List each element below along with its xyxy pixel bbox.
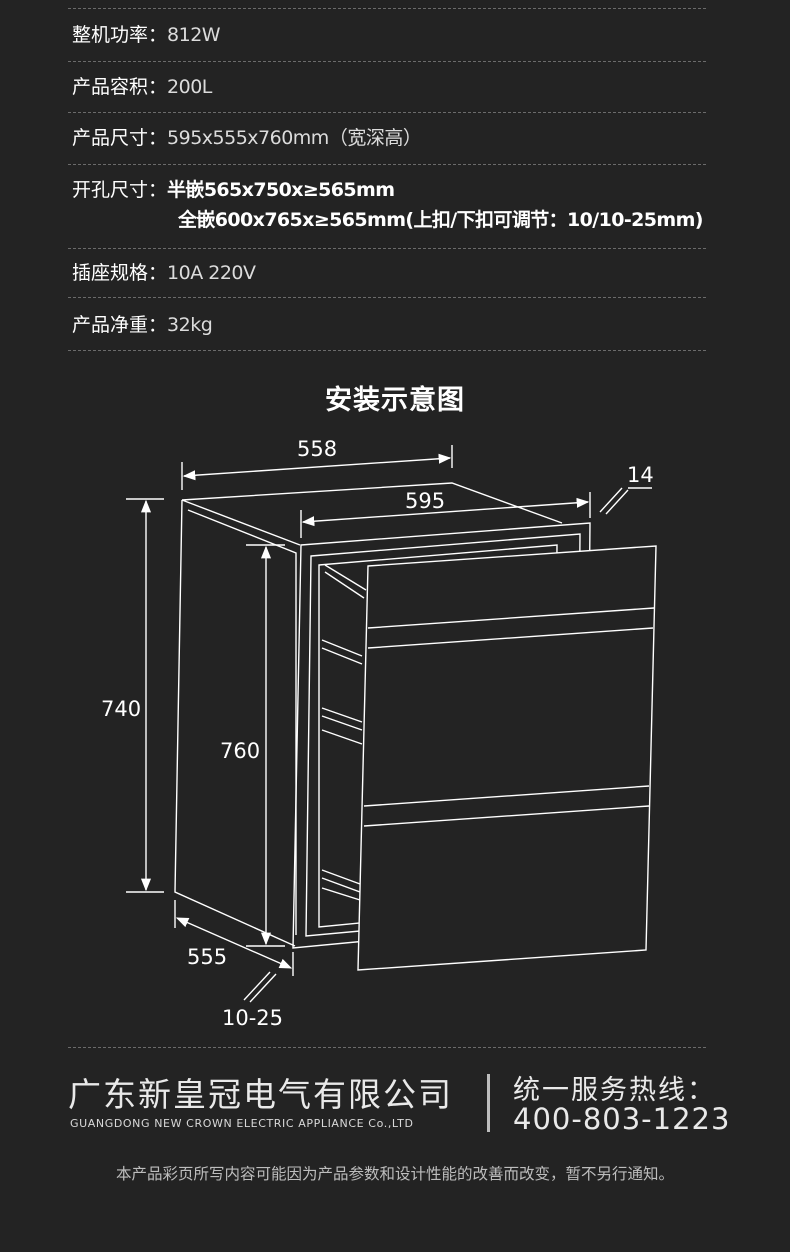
spec-value: 10A 220V: [167, 262, 256, 284]
spec-cutout: 开孔尺寸：半嵌565x750x≥565mm 全嵌600x765x≥565mm(上…: [72, 175, 703, 231]
separator: [68, 112, 706, 113]
disclaimer: 本产品彩页所写内容可能因为产品参数和设计性能的改善而改变，暂不另行通知。: [115, 1165, 674, 1183]
hotline-number: 400-803-1223: [513, 1102, 731, 1136]
separator: [68, 164, 706, 165]
dim-label-760: 760: [220, 739, 260, 763]
spec-value-line2: 全嵌600x765x≥565mm(上扣/下扣可调节：10/10-25mm): [178, 209, 703, 231]
spec-label: 产品净重：: [72, 314, 168, 336]
spec-label: 产品容积：: [72, 76, 168, 98]
spec-socket: 插座规格：10A 220V: [72, 258, 256, 288]
hotline-label: 统一服务热线：: [513, 1075, 716, 1106]
spec-label: 产品尺寸：: [72, 127, 168, 149]
spec-value: 半嵌565x750x≥565mm: [167, 179, 395, 201]
dim-label-555: 555: [187, 945, 227, 969]
dim-line-595: [301, 497, 590, 527]
spec-size: 产品尺寸：595x555x760mm（宽深高）: [72, 123, 422, 153]
separator: [68, 350, 706, 351]
company-name-en: GUANGDONG NEW CROWN ELECTRIC APPLIANCE C…: [70, 1117, 414, 1130]
dim-label-740: 740: [101, 697, 141, 721]
spec-value: 595x555x760mm（宽深高）: [167, 127, 422, 149]
dim-label-14: 14: [627, 463, 654, 487]
company-name-cn: 广东新皇冠电气有限公司: [68, 1075, 453, 1114]
door-panel: [357, 545, 657, 971]
spec-value: 32kg: [167, 314, 213, 336]
spec-value: 200L: [167, 76, 212, 98]
separator-bottom: [68, 1047, 706, 1048]
installation-diagram: 558 595 14 740 760 555 10-25: [101, 437, 657, 1030]
spec-label: 整机功率：: [72, 24, 168, 46]
dim-line-555: [175, 917, 293, 969]
separator: [68, 248, 706, 249]
spec-weight: 产品净重：32kg: [72, 310, 213, 340]
diagram-title: 安装示意图: [325, 385, 465, 416]
dim-label-10-25: 10-25: [222, 1006, 283, 1030]
dim-label-558: 558: [297, 437, 337, 461]
spec-label: 插座规格：: [72, 262, 168, 284]
separator-top: [68, 8, 706, 9]
spec-value: 812W: [167, 24, 221, 46]
footer-divider: [487, 1074, 490, 1132]
spec-volume: 产品容积：200L: [72, 72, 212, 102]
dim-line-558: [182, 453, 452, 481]
cabinet-front: [174, 499, 296, 947]
dim-label-595: 595: [405, 489, 445, 513]
spec-power: 整机功率：812W: [72, 20, 221, 50]
separator: [68, 297, 706, 298]
spec-label: 开孔尺寸：: [72, 179, 168, 201]
separator: [68, 61, 706, 62]
